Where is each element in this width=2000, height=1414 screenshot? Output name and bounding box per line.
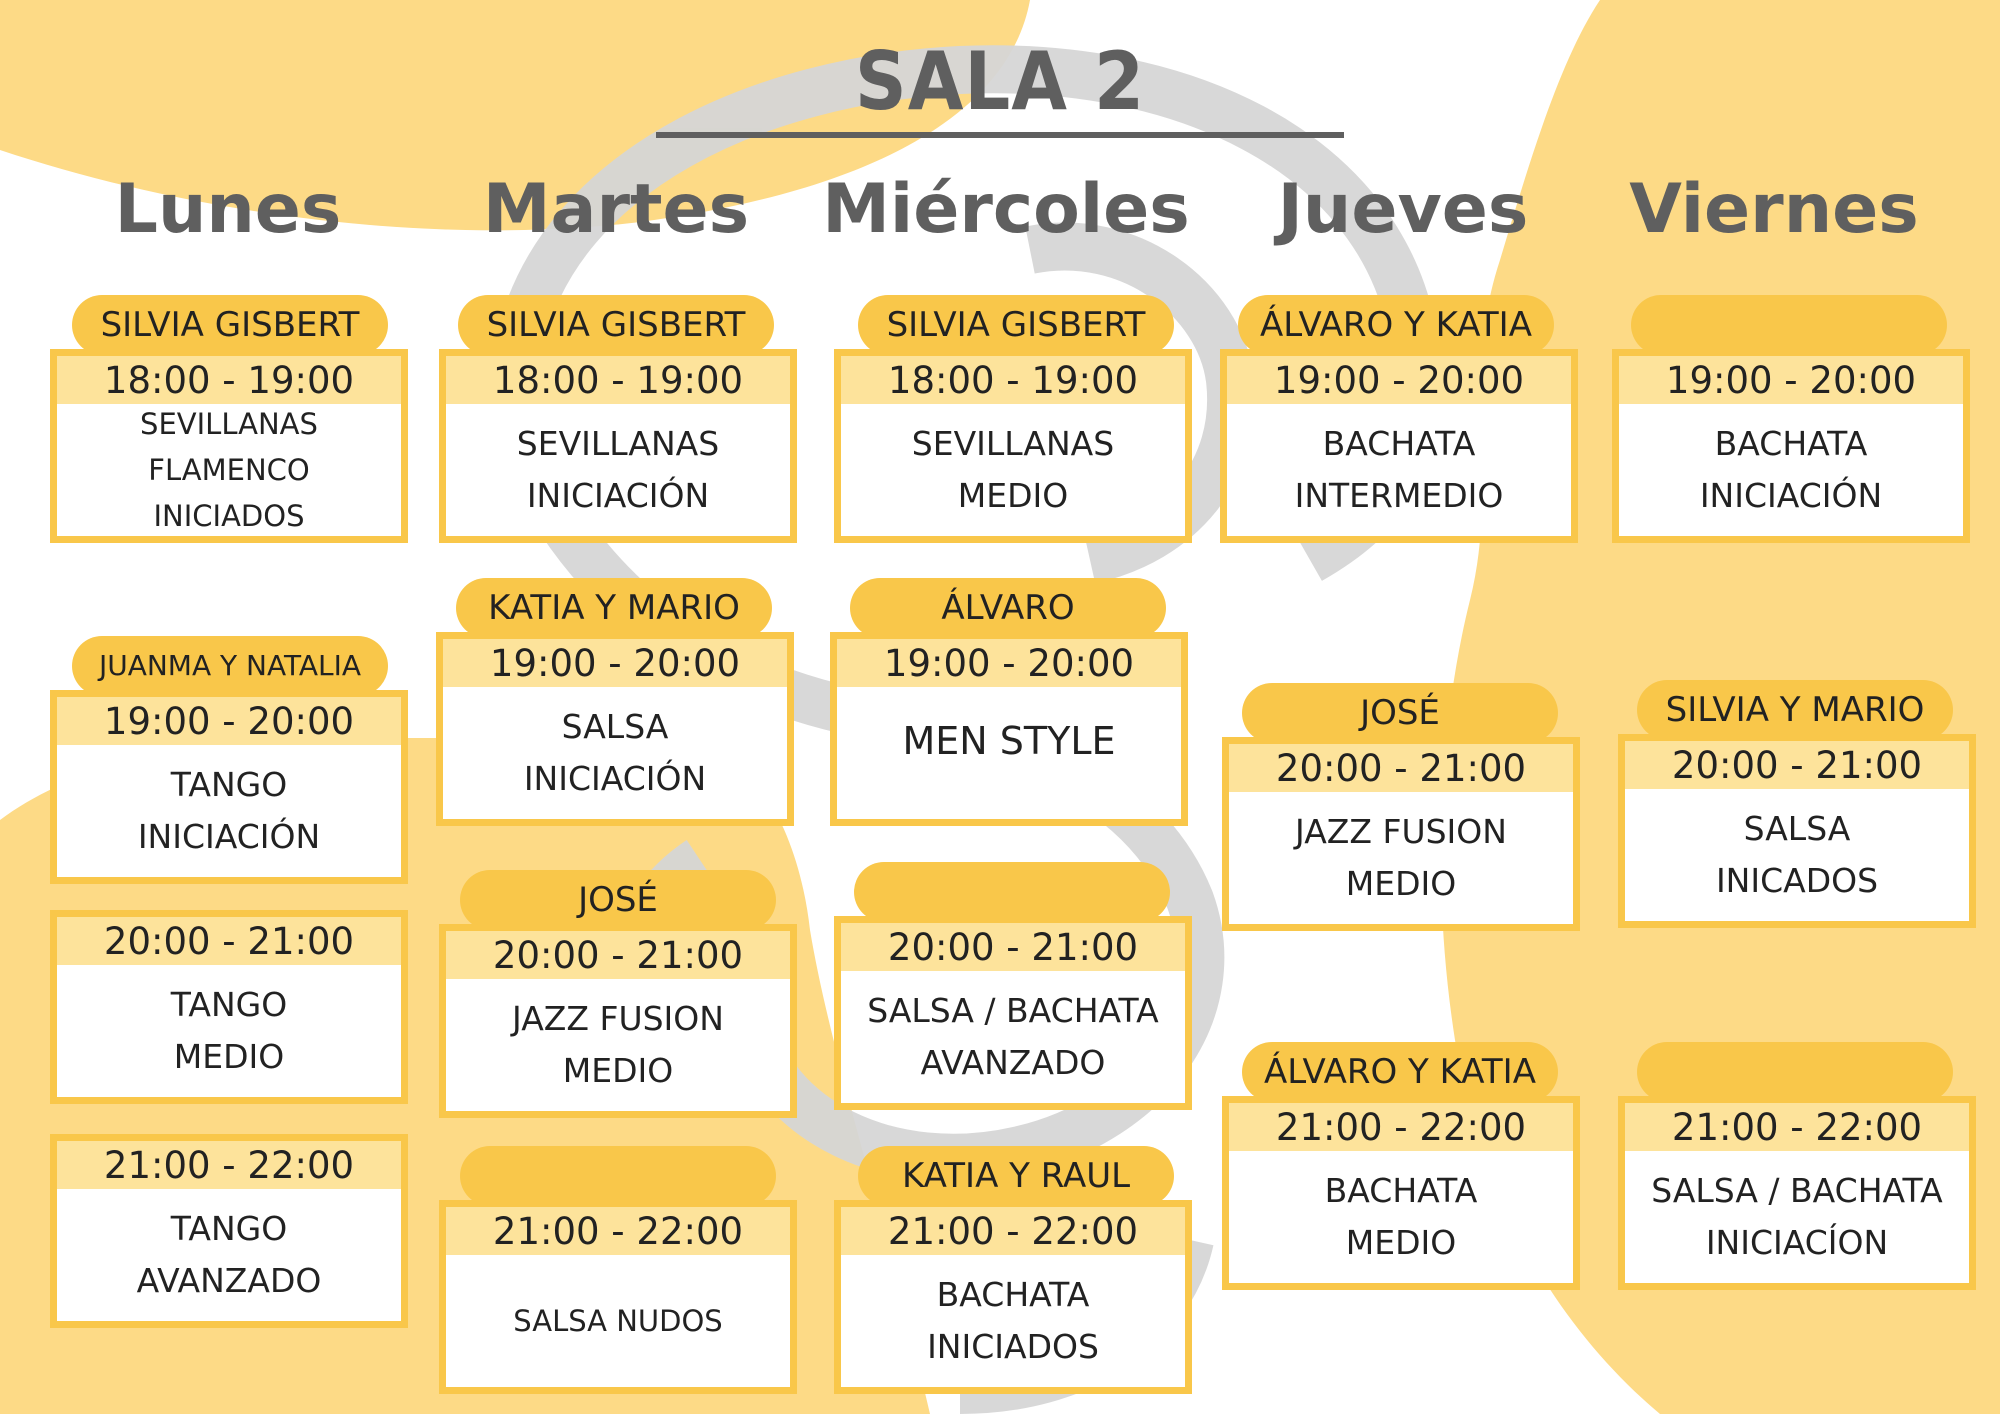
class-description: SALSA NUDOS: [513, 1304, 723, 1338]
class-description: BACHATA INICIACIÓN: [1699, 424, 1883, 515]
teacher-badge: SILVIA GISBERT: [72, 295, 388, 355]
class-description: BACHATA INICIADOS: [927, 1275, 1099, 1366]
class-description: BACHATA INTERMEDIO: [1294, 424, 1504, 515]
class-time: 19:00 - 20:00: [1227, 356, 1571, 404]
class-description: BACHATA MEDIO: [1324, 1171, 1478, 1262]
day-heading-miercoles: Miércoles: [822, 170, 1190, 249]
class-card[interactable]: 20:00 - 21:00 JAZZ FUSION MEDIO: [439, 924, 797, 1118]
class-card[interactable]: 19:00 - 20:00 MEN STYLE: [830, 632, 1188, 826]
page-title: SALA 2: [854, 35, 1146, 128]
class-time: 19:00 - 20:00: [57, 697, 401, 745]
class-time: 21:00 - 22:00: [1229, 1103, 1573, 1151]
class-card[interactable]: 20:00 - 21:00 TANGO MEDIO: [50, 910, 408, 1104]
class-time: 20:00 - 21:00: [1625, 741, 1969, 789]
teacher-badge: KATIA Y MARIO: [456, 578, 772, 638]
class-card[interactable]: 19:00 - 20:00 TANGO INICIACIÓN: [50, 690, 408, 884]
teacher-badge: [854, 862, 1170, 922]
class-description: JAZZ FUSION MEDIO: [512, 999, 724, 1090]
class-card[interactable]: 19:00 - 20:00 BACHATA INTERMEDIO: [1220, 349, 1578, 543]
class-description: SEVILLANAS INICIACIÓN: [516, 424, 720, 515]
class-description: SALSA / BACHATA AVANZADO: [867, 991, 1159, 1082]
class-time: 20:00 - 21:00: [446, 931, 790, 979]
class-card[interactable]: 20:00 - 21:00 SALSA INICADOS: [1618, 734, 1976, 928]
teacher-badge: [1631, 295, 1947, 355]
class-time: 18:00 - 19:00: [841, 356, 1185, 404]
class-card[interactable]: 21:00 - 22:00 BACHATA MEDIO: [1222, 1096, 1580, 1290]
class-description: SEVILLANAS MEDIO: [911, 424, 1115, 515]
class-card[interactable]: 18:00 - 19:00 SEVILLANAS MEDIO: [834, 349, 1192, 543]
teacher-badge: [1637, 1042, 1953, 1102]
class-description: MEN STYLE: [902, 719, 1116, 763]
class-card[interactable]: 18:00 - 19:00 SEVILLANAS INICIACIÓN: [439, 349, 797, 543]
class-description: TANGO MEDIO: [170, 985, 288, 1076]
teacher-badge: SILVIA GISBERT: [858, 295, 1174, 355]
class-time: 20:00 - 21:00: [57, 917, 401, 965]
class-time: 20:00 - 21:00: [1229, 744, 1573, 792]
title-underline: [656, 132, 1344, 138]
class-time: 18:00 - 19:00: [446, 356, 790, 404]
class-time: 21:00 - 22:00: [57, 1141, 401, 1189]
day-heading-martes: Martes: [482, 170, 750, 249]
teacher-badge: JOSÉ: [460, 870, 776, 930]
day-heading-viernes: Viernes: [1629, 170, 1919, 249]
class-card[interactable]: 21:00 - 22:00 SALSA NUDOS: [439, 1200, 797, 1394]
class-description: JAZZ FUSION MEDIO: [1295, 812, 1507, 903]
class-card[interactable]: 20:00 - 21:00 SALSA / BACHATA AVANZADO: [834, 916, 1192, 1110]
day-heading-lunes: Lunes: [114, 170, 342, 249]
teacher-badge: [460, 1146, 776, 1206]
class-time: 18:00 - 19:00: [57, 356, 401, 404]
class-time: 19:00 - 20:00: [1619, 356, 1963, 404]
teacher-badge: ÁLVARO: [850, 578, 1166, 638]
class-card[interactable]: 19:00 - 20:00 SALSA INICIACIÓN: [436, 632, 794, 826]
class-description: TANGO AVANZADO: [136, 1209, 322, 1300]
class-card[interactable]: 21:00 - 22:00 TANGO AVANZADO: [50, 1134, 408, 1328]
class-card[interactable]: 21:00 - 22:00 SALSA / BACHATA INICIACÍON: [1618, 1096, 1976, 1290]
teacher-badge: SILVIA Y MARIO: [1637, 680, 1953, 740]
teacher-badge: SILVIA GISBERT: [458, 295, 774, 355]
class-time: 21:00 - 22:00: [841, 1207, 1185, 1255]
day-heading-jueves: Jueves: [1277, 170, 1529, 249]
class-time: 20:00 - 21:00: [841, 923, 1185, 971]
class-time: 19:00 - 20:00: [837, 639, 1181, 687]
class-card[interactable]: 20:00 - 21:00 JAZZ FUSION MEDIO: [1222, 737, 1580, 931]
class-card[interactable]: 21:00 - 22:00 BACHATA INICIADOS: [834, 1200, 1192, 1394]
teacher-badge: ÁLVARO Y KATIA: [1242, 1042, 1558, 1102]
teacher-badge: KATIA Y RAUL: [858, 1146, 1174, 1206]
class-description: SEVILLANAS FLAMENCO INICIADOS: [140, 407, 318, 533]
teacher-badge: ÁLVARO Y KATIA: [1238, 295, 1554, 355]
class-description: SALSA INICADOS: [1715, 809, 1879, 900]
class-time: 21:00 - 22:00: [446, 1207, 790, 1255]
teacher-badge: JUANMA Y NATALIA: [72, 636, 388, 696]
top-left-blob: [0, 0, 1030, 231]
class-card[interactable]: 19:00 - 20:00 BACHATA INICIACIÓN: [1612, 349, 1970, 543]
class-time: 19:00 - 20:00: [443, 639, 787, 687]
class-time: 21:00 - 22:00: [1625, 1103, 1969, 1151]
class-card[interactable]: 18:00 - 19:00 SEVILLANAS FLAMENCO INICIA…: [50, 349, 408, 543]
class-description: SALSA / BACHATA INICIACÍON: [1651, 1171, 1943, 1262]
class-description: SALSA INICIACIÓN: [523, 707, 707, 798]
teacher-badge: JOSÉ: [1242, 683, 1558, 743]
class-description: TANGO INICIACIÓN: [137, 765, 321, 856]
